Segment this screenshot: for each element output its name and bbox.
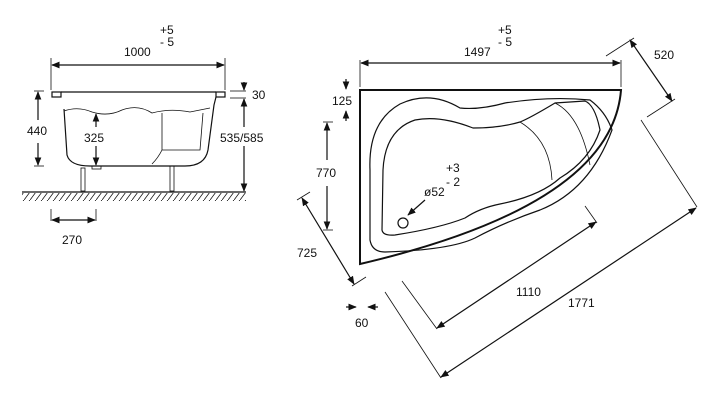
basin-outer-contour	[369, 97, 613, 253]
extension-line	[401, 280, 438, 330]
drain-tol-plus: +3	[446, 161, 460, 175]
water-line	[63, 107, 211, 115]
side-width-label: 1000	[124, 45, 151, 59]
side-width-tol-minus: - 5	[160, 35, 174, 49]
extension-line	[351, 276, 367, 287]
side-water-depth-label: 325	[84, 131, 104, 145]
floor-hatching	[22, 193, 246, 201]
drain-hole	[397, 217, 409, 229]
top-diag-width-label: 520	[654, 48, 674, 62]
leg-left	[80, 167, 86, 192]
top-inner-width-label: 770	[316, 166, 336, 180]
rim-right	[215, 91, 226, 98]
top-length-label: 1497	[464, 45, 491, 59]
extension-line	[640, 119, 698, 208]
extension-line	[296, 191, 311, 201]
top-view: 1497 +5 - 5 ø52 +3 - 2 125 770 725 60	[296, 23, 698, 379]
corner-dimension-line	[301, 197, 355, 285]
extension-line	[646, 98, 676, 118]
outer-diag-dimension-line	[440, 207, 697, 378]
inner-diag-dimension-line	[436, 221, 597, 329]
top-offset-label: 60	[355, 316, 369, 330]
backrest-outline	[151, 112, 204, 165]
top-outer-diag-label: 1771	[568, 296, 595, 310]
side-height-label: 535/585	[220, 131, 264, 145]
tub-outline	[359, 89, 623, 266]
top-length-tol-plus: +5	[498, 23, 512, 37]
drain-label: ø52	[424, 185, 445, 199]
side-depth-label: 440	[27, 124, 47, 138]
side-rim-label: 30	[252, 88, 266, 102]
backrest-contour	[519, 102, 591, 181]
top-rim-label: 125	[332, 94, 352, 108]
top-corner-label: 725	[297, 246, 317, 260]
extension-line	[384, 291, 442, 379]
extension-line	[584, 205, 598, 224]
tub-body	[63, 96, 217, 167]
extension-line	[605, 37, 635, 57]
rim-left	[51, 91, 62, 98]
side-width-tol-plus: +5	[160, 23, 174, 37]
leg-right	[169, 165, 175, 192]
top-length-tol-minus: - 5	[498, 35, 512, 49]
diag-width-dimension-line	[629, 39, 673, 102]
drain-leader-arrow	[407, 199, 426, 216]
basin-inner-contour	[381, 100, 601, 236]
side-leg-offset-label: 270	[62, 233, 82, 247]
side-view: 1000 +5 - 5 440 325 30 5	[22, 23, 266, 247]
top-inner-diag-label: 1110	[516, 285, 541, 299]
drain-tol-minus: - 2	[446, 175, 460, 189]
drain-fitting	[91, 165, 102, 170]
